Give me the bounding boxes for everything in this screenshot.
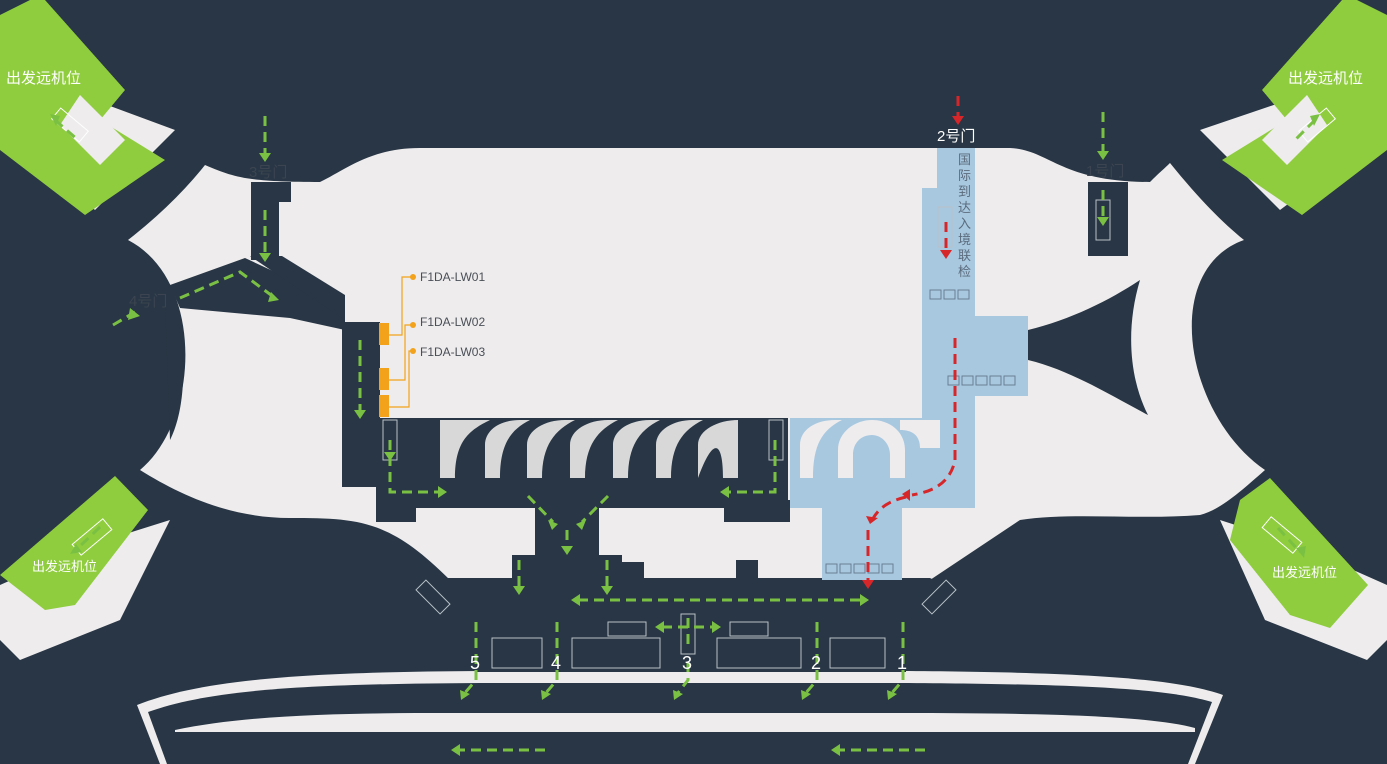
- counter-boxes: [491, 637, 886, 669]
- gate-1-label[interactable]: 1号门: [1086, 163, 1124, 180]
- remote-stand-ne[interactable]: [1222, 0, 1387, 215]
- exit-4-label: 4: [551, 653, 561, 673]
- departure-arrowheads: [50, 114, 1320, 756]
- inspection-booths: [825, 289, 1016, 574]
- pier-fingers: [440, 420, 738, 478]
- remote-stand-sw-label: 出发远机位: [32, 559, 97, 574]
- remote-stand-nw[interactable]: [0, 0, 165, 215]
- right-dark-lobe: [1028, 280, 1148, 415]
- exit-2-label: 2: [811, 653, 821, 673]
- remote-stand-se-label: 出发远机位: [1272, 565, 1337, 580]
- point-markers: [379, 274, 416, 417]
- exit-3-label: 3: [682, 653, 692, 673]
- roadway-median: [175, 712, 1195, 732]
- intl-arrival-check-label: 国际到达入境联检: [958, 152, 971, 279]
- point-lw02-label[interactable]: F1DA-LW02: [420, 315, 485, 329]
- gate-4-label[interactable]: 4号门: [129, 293, 167, 310]
- intl-pier-fingers: [800, 420, 940, 478]
- gate-3-label[interactable]: 3号门: [249, 164, 287, 181]
- arrival-arrowheads: [862, 116, 964, 589]
- point-lw03-label[interactable]: F1DA-LW03: [420, 345, 485, 359]
- exit-5-label: 5: [470, 653, 480, 673]
- remote-stand-ne-label: 出发远机位: [1288, 70, 1363, 87]
- remote-stand-nw-label: 出发远机位: [6, 70, 81, 87]
- point-lw01-label[interactable]: F1DA-LW01: [420, 270, 485, 284]
- exit-1-label: 1: [897, 653, 907, 673]
- gate-2-label[interactable]: 2号门: [937, 128, 975, 145]
- left-dark-lobe: [165, 300, 184, 440]
- gate-1-corridor-wide: [1088, 182, 1128, 200]
- escalator-marks: [382, 199, 1111, 655]
